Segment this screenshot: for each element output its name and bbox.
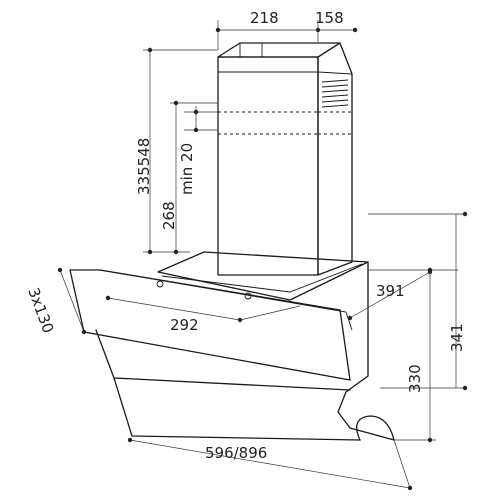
dim-panel-height: 330 <box>406 364 424 393</box>
dim-side-depth: 391 <box>376 282 405 300</box>
light-fixture <box>156 280 164 288</box>
chimney <box>217 42 353 276</box>
bottom-curve <box>356 415 395 441</box>
dim-hood-width: 596/896 <box>205 444 267 462</box>
dim-chimney-depth: 158 <box>315 9 344 27</box>
dim-chimney-min: min 20 <box>178 143 196 195</box>
chimney-front <box>217 56 319 276</box>
dim-chimney-width: 218 <box>250 9 279 27</box>
dim-filters: 3x130 <box>24 285 57 335</box>
glass-panel <box>69 269 351 381</box>
vent-slots <box>321 79 349 108</box>
hood-canopy <box>69 251 395 441</box>
dim-total-height: 341 <box>448 323 466 352</box>
dim-chimney-lower: 268 <box>160 201 178 230</box>
dim-canopy-width: 292 <box>170 316 199 334</box>
dimension-lines <box>57 20 468 491</box>
lower-body <box>95 329 351 391</box>
canopy-frame <box>157 251 369 301</box>
dimension-labels: 218 158 335548 min 20 268 3x130 292 391 … <box>24 9 466 462</box>
chimney-side <box>317 42 353 276</box>
dim-chimney-height: 335548 <box>135 138 153 195</box>
